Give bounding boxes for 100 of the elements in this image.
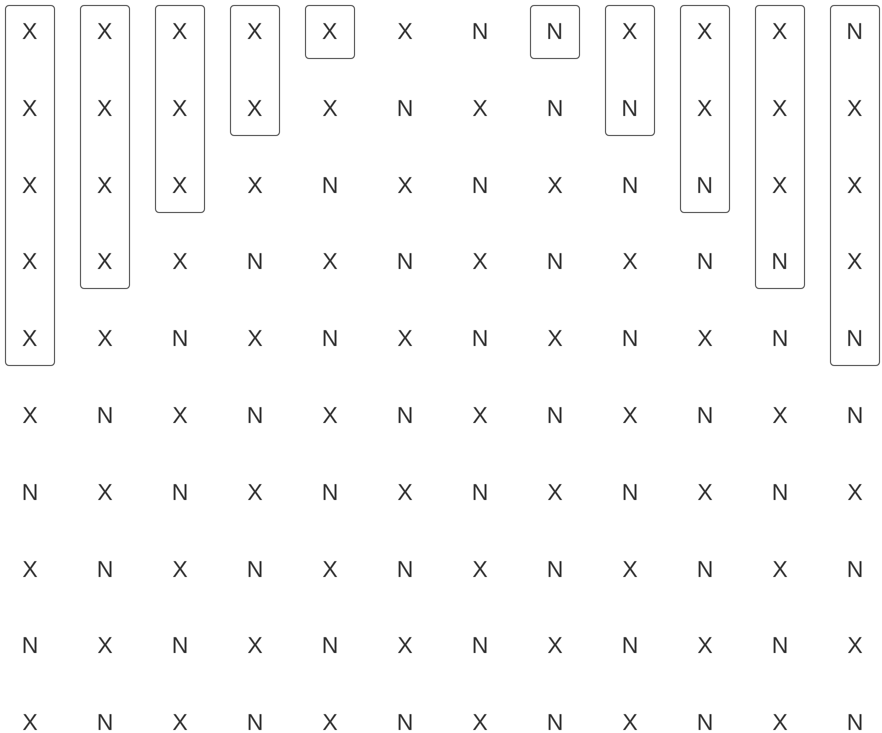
letter: N [320, 324, 340, 352]
letter: X [471, 708, 489, 733]
letter: X [846, 170, 864, 199]
letter: N [546, 401, 564, 429]
letter: X [696, 631, 714, 660]
letter-box [155, 5, 205, 213]
letter: X [396, 478, 414, 506]
letter: N [170, 478, 190, 506]
letter: X [21, 170, 38, 199]
letter: N [246, 554, 264, 583]
letter: N [545, 17, 564, 45]
letter: X [696, 94, 714, 122]
letter: X [771, 17, 788, 45]
letter: N [696, 554, 714, 583]
letter: X [621, 401, 639, 429]
letter: X [246, 94, 264, 122]
letter: N [770, 631, 790, 660]
letter: N [546, 94, 564, 122]
letter: X [471, 554, 489, 583]
letter: X [21, 401, 39, 429]
letter: X [771, 94, 788, 122]
letter: X [846, 478, 864, 506]
letter-box [830, 5, 880, 366]
letter: X [546, 170, 564, 199]
letter: X [471, 94, 489, 122]
letter: X [96, 631, 114, 660]
letter: X [21, 708, 39, 733]
letter: N [696, 708, 714, 733]
letter: X [621, 708, 639, 733]
letter: N [396, 708, 414, 733]
letter: X [96, 170, 114, 199]
letter: N [96, 401, 114, 429]
letter: N [96, 554, 114, 583]
letter: N [246, 708, 264, 733]
letter: X [321, 17, 338, 45]
letter: N [770, 247, 789, 276]
letter: X [846, 247, 864, 276]
letter: X [171, 401, 189, 429]
letter: N [546, 247, 564, 276]
letter: X [696, 17, 714, 45]
letter: N [620, 631, 640, 660]
letter-box [530, 5, 580, 59]
letter: N [620, 170, 640, 199]
letter: X [171, 94, 188, 122]
letter: N [320, 170, 340, 199]
letter: N [546, 554, 564, 583]
letter: N [845, 17, 864, 45]
letter-box [5, 5, 55, 366]
letter: X [246, 324, 264, 352]
letter: X [771, 170, 788, 199]
letter: X [771, 554, 789, 583]
letter: X [96, 247, 114, 276]
letter: N [96, 708, 114, 733]
letter: X [621, 17, 638, 45]
letter: N [170, 631, 190, 660]
letter: N [620, 324, 640, 352]
letter: N [470, 478, 490, 506]
letter: X [546, 631, 564, 660]
letter: N [20, 478, 40, 506]
letter: X [171, 17, 188, 45]
letter: N [470, 170, 490, 199]
letter: X [471, 401, 489, 429]
letter: N [696, 401, 714, 429]
letter-box [80, 5, 130, 290]
letter: N [696, 247, 714, 276]
letter: N [246, 401, 264, 429]
letter: N [620, 478, 640, 506]
letter: X [96, 94, 114, 122]
letter: N [845, 324, 864, 352]
letter-box [230, 5, 280, 136]
letter: X [246, 17, 264, 45]
letter: X [546, 324, 564, 352]
letter: X [696, 324, 714, 352]
letter: N [620, 94, 639, 122]
letter: N [695, 170, 714, 199]
letter: X [396, 631, 414, 660]
letter: X [171, 247, 189, 276]
letter: X [396, 170, 414, 199]
letter: X [171, 708, 189, 733]
letter: X [21, 17, 38, 45]
letter: X [96, 324, 114, 352]
letter: X [621, 247, 639, 276]
letter: X [321, 401, 339, 429]
letter: N [470, 324, 490, 352]
letter: X [771, 401, 789, 429]
letter-box [305, 5, 355, 59]
letter: N [846, 401, 864, 429]
letter: X [171, 170, 188, 199]
letter: X [846, 94, 864, 122]
letter: N [170, 324, 190, 352]
letter: X [21, 554, 39, 583]
letter: X [21, 247, 38, 276]
letter: N [320, 631, 340, 660]
letter: N [770, 478, 790, 506]
letter: X [21, 324, 38, 352]
letter: X [321, 708, 339, 733]
letter: N [246, 247, 264, 276]
letter: X [471, 247, 489, 276]
letter: X [96, 17, 114, 45]
letter: N [396, 247, 414, 276]
